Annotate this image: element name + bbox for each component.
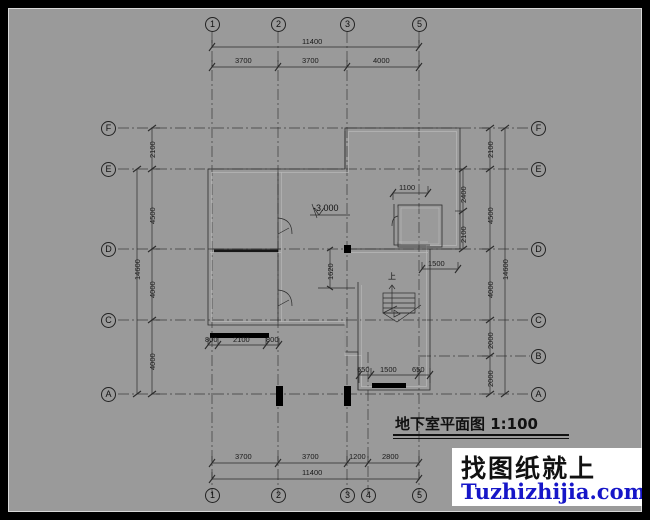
grid-bubble-right-d[interactable] <box>531 242 546 257</box>
dim-bottom-chain <box>208 456 423 468</box>
dim-top-chain <box>208 60 423 72</box>
grid-bubble-top-5-label: 5 <box>416 19 422 29</box>
grid-bubble-top-2-label: 2 <box>275 19 281 29</box>
dim-right-chain <box>455 124 510 398</box>
dim-left-total-text: 14600 <box>133 259 142 280</box>
grid-bubble-top-1-label: 1 <box>209 19 215 29</box>
dim-right-inner-2100-text: 2100 <box>459 226 468 243</box>
dim-detail-1620-text: 1620 <box>326 263 335 280</box>
dim-left-seg-3-text: 4000 <box>148 281 157 298</box>
dim-right-seg-5-text: 2000 <box>486 370 495 387</box>
grid-bubble-top-2[interactable] <box>271 17 286 32</box>
dim-bottom-total-text: 11400 <box>302 468 323 477</box>
grid-bubble-left-a-label: A <box>105 389 112 399</box>
watermark: 找图纸就上 Tuzhizhijia.com <box>452 448 642 506</box>
dim-bottom-seg-3-text: 1200 <box>349 452 366 461</box>
dim-detail-2100-text: 2100 <box>233 335 250 344</box>
grid-bubble-bottom-5[interactable] <box>412 488 427 503</box>
grid-bubble-top-1[interactable] <box>205 17 220 32</box>
dim-right-seg-3-text: 4000 <box>486 281 495 298</box>
dim-detail-1500-text: 1500 <box>380 365 397 374</box>
grid-bubble-left-d-label: D <box>105 244 112 254</box>
dim-bottom-seg-1-text: 3700 <box>235 452 252 461</box>
watermark-chinese-text: 找图纸就上 <box>461 454 597 483</box>
dim-left-chain <box>132 124 160 398</box>
title-underline-thin <box>393 438 569 439</box>
grid-bubble-left-e[interactable] <box>101 162 116 177</box>
dim-detail-left-window <box>204 338 283 350</box>
stair-up-label: 上 <box>388 272 396 281</box>
dim-detail-800-left-text: 800 <box>205 335 218 344</box>
dim-detail-bottom-window <box>355 368 434 383</box>
grid-bubble-bottom-3[interactable] <box>340 488 355 503</box>
dim-detail-1500-right-text: 1500 <box>428 259 445 268</box>
grid-bubble-bottom-4-label: 4 <box>365 490 371 500</box>
grid-bubble-bottom-2[interactable] <box>271 488 286 503</box>
grid-bubble-left-c[interactable] <box>101 313 116 328</box>
watermark-url-text: Tuzhizhijia.com <box>461 479 642 504</box>
grid-bubble-bottom-1[interactable] <box>205 488 220 503</box>
dim-right-total-text: 14600 <box>501 259 510 280</box>
grid-bubble-right-e-label: E <box>535 164 542 174</box>
grid-bubble-right-c-label: C <box>535 315 542 325</box>
dim-right-seg-4-text: 2000 <box>486 332 495 349</box>
dim-top-seg-2-text: 3700 <box>302 56 319 65</box>
column-fills <box>210 245 406 406</box>
grid-bubble-left-d[interactable] <box>101 242 116 257</box>
grid-bubble-bottom-2-label: 2 <box>275 490 281 500</box>
dim-bottom-seg-2-text: 3700 <box>302 452 319 461</box>
grid-bubble-top-3[interactable] <box>340 17 355 32</box>
grid-bubble-top-5[interactable] <box>412 17 427 32</box>
dim-top-seg-3-text: 4000 <box>373 56 390 65</box>
grid-bubble-left-f-label: F <box>105 123 112 133</box>
drawing-title: 地下室平面图 1:100 <box>395 415 538 433</box>
grid-bubble-right-e[interactable] <box>531 162 546 177</box>
grid-bubble-right-b-label: B <box>535 351 542 361</box>
elevation-symbol <box>310 203 350 219</box>
grid-bubble-bottom-5-label: 5 <box>416 490 422 500</box>
dim-right-seg-1-text: 2100 <box>486 141 495 158</box>
staircase <box>382 284 422 323</box>
building-outline <box>207 127 461 391</box>
grid-bubble-right-f[interactable] <box>531 121 546 136</box>
grid-bubble-bottom-3-label: 3 <box>344 490 350 500</box>
dim-top-total-text: 11400 <box>302 37 323 46</box>
grid-bubble-top-3-label: 3 <box>344 19 350 29</box>
grid-bubble-left-e-label: E <box>105 164 112 174</box>
title-underline-thick <box>393 434 569 436</box>
dim-bottom-seg-4-text: 2800 <box>382 452 399 461</box>
dim-top-seg-1-text: 3700 <box>235 56 252 65</box>
grid-bubble-right-c[interactable] <box>531 313 546 328</box>
grid-bubble-right-a-label: A <box>535 389 542 399</box>
dim-detail-650-left-text: 650 <box>357 365 370 374</box>
elevation-value-label: -3.000 <box>313 203 339 213</box>
grid-bubble-right-a[interactable] <box>531 387 546 402</box>
drawing-frame <box>8 8 642 512</box>
dim-detail-1100-text: 1100 <box>399 183 416 192</box>
dim-left-seg-2-text: 4500 <box>148 207 157 224</box>
grid-bubble-right-b[interactable] <box>531 349 546 364</box>
dim-left-seg-1-text: 2100 <box>148 141 157 158</box>
grid-bubble-right-d-label: D <box>535 244 542 254</box>
door-swings <box>277 215 399 307</box>
leader-lines <box>318 246 355 291</box>
dim-detail-800-right-text: 800 <box>266 335 279 344</box>
dim-detail-right-room <box>418 262 462 274</box>
interior-walls <box>210 131 443 390</box>
grid-bubble-left-f[interactable] <box>101 121 116 136</box>
dim-top-total <box>208 40 423 52</box>
dim-detail-650-right-text: 650 <box>412 365 425 374</box>
dim-detail-small-room <box>389 186 432 200</box>
dim-left-seg-4-text: 4000 <box>148 353 157 370</box>
grid-bubble-bottom-4[interactable] <box>361 488 376 503</box>
grid-bubble-bottom-1-label: 1 <box>209 490 215 500</box>
grid-bubble-left-c-label: C <box>105 315 112 325</box>
grid-bubble-left-a[interactable] <box>101 387 116 402</box>
dim-right-inner-2400-text: 2400 <box>459 186 468 203</box>
dim-right-seg-2-text: 4500 <box>486 207 495 224</box>
dim-bottom-total <box>208 472 423 484</box>
grid-bubble-right-f-label: F <box>535 123 542 133</box>
